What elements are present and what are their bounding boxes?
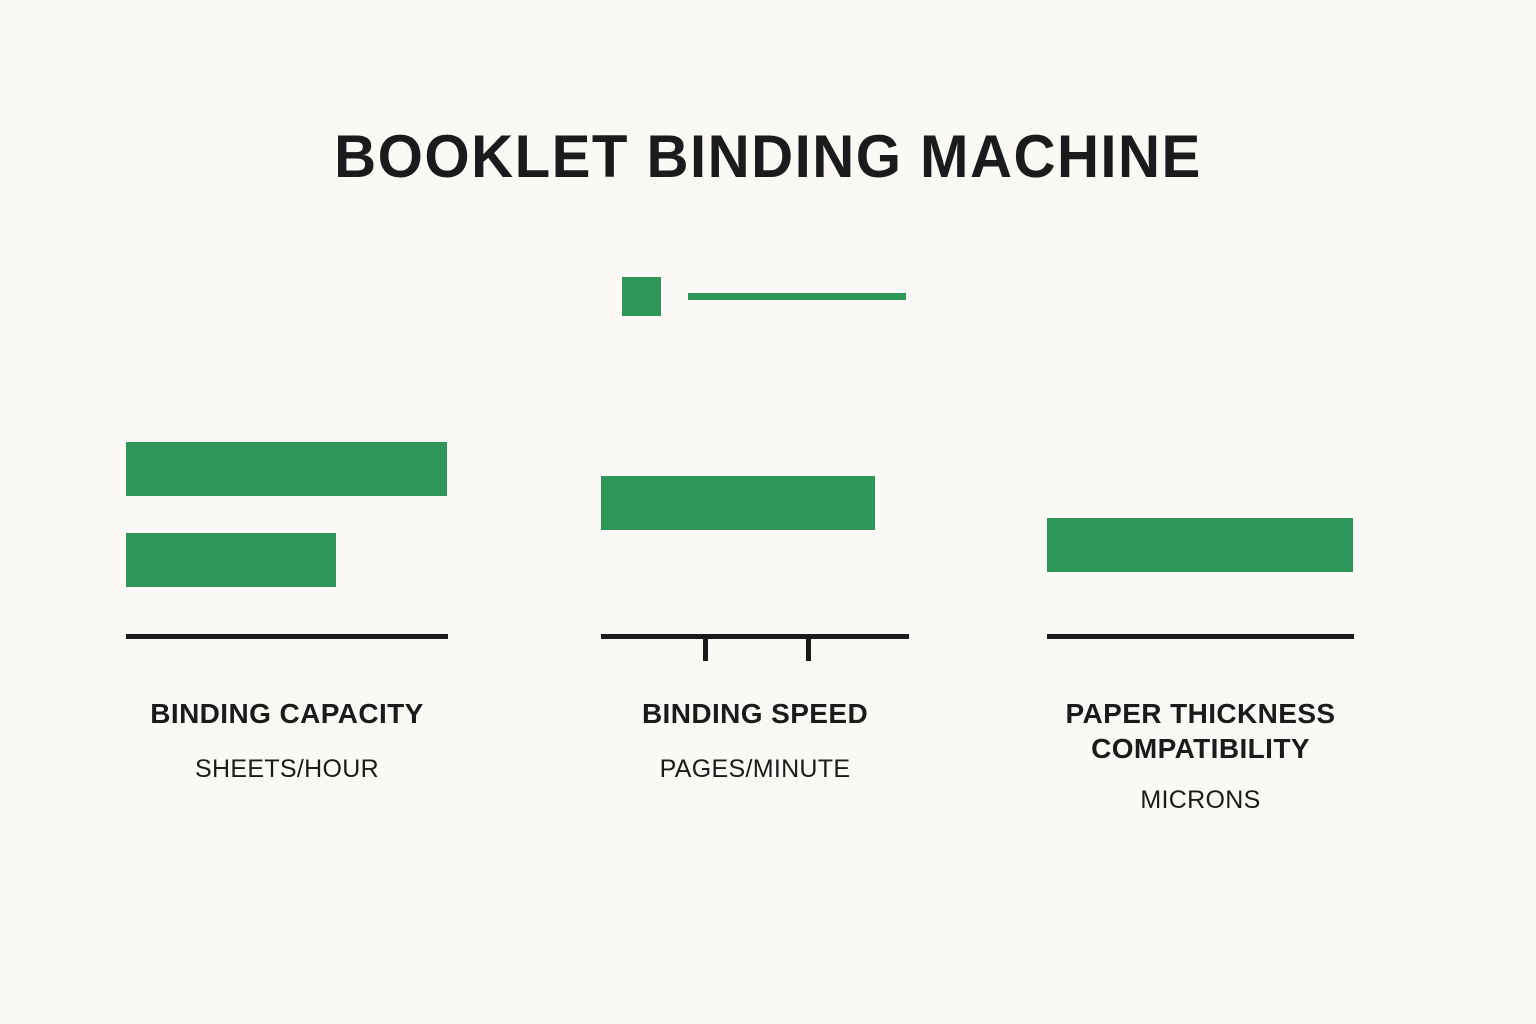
chart-legend (622, 271, 912, 323)
caption-paper-thickness: PAPER THICKNESS COMPATIBILITY MICRONS (1013, 696, 1388, 817)
page-title: BOOKLET BINDING MACHINE (334, 123, 1202, 190)
axis-line-binding-capacity (126, 634, 448, 639)
legend-square-swatch-icon (622, 277, 661, 316)
axis-line-binding-speed (601, 634, 909, 639)
panel-paper-thickness: PAPER THICKNESS COMPATIBILITY MICRONS (1047, 400, 1354, 814)
bar-binding-speed-0 (601, 476, 875, 530)
caption-unit-paper-thickness: MICRONS (1140, 786, 1261, 814)
plot-area-binding-speed (601, 400, 909, 661)
caption-title-binding-speed: BINDING SPEED (641, 698, 869, 729)
caption-unit-binding-speed: PAGES/MINUTE (659, 755, 851, 783)
caption-binding-capacity: BINDING CAPACITY SHEETS/HOUR (53, 696, 521, 786)
caption-title-paper-thickness: PAPER THICKNESS COMPATIBILITY (1065, 698, 1336, 764)
caption-title-binding-capacity: BINDING CAPACITY (150, 698, 424, 729)
axis-tick-binding-speed-0 (703, 639, 708, 661)
legend-line-swatch-icon (688, 293, 906, 300)
bar-binding-capacity-1 (126, 533, 336, 587)
caption-binding-speed: BINDING SPEED PAGES/MINUTE (554, 696, 956, 786)
bar-paper-thickness-0 (1047, 518, 1353, 572)
plot-area-binding-capacity (126, 400, 448, 640)
plot-area-paper-thickness (1047, 400, 1354, 640)
axis-tick-binding-speed-1 (806, 639, 811, 661)
axis-line-paper-thickness (1047, 634, 1354, 639)
panel-binding-capacity: BINDING CAPACITY SHEETS/HOUR (126, 400, 448, 783)
bar-binding-capacity-0 (126, 442, 447, 496)
caption-unit-binding-capacity: SHEETS/HOUR (195, 755, 379, 783)
panel-binding-speed: BINDING SPEED PAGES/MINUTE (601, 400, 909, 783)
